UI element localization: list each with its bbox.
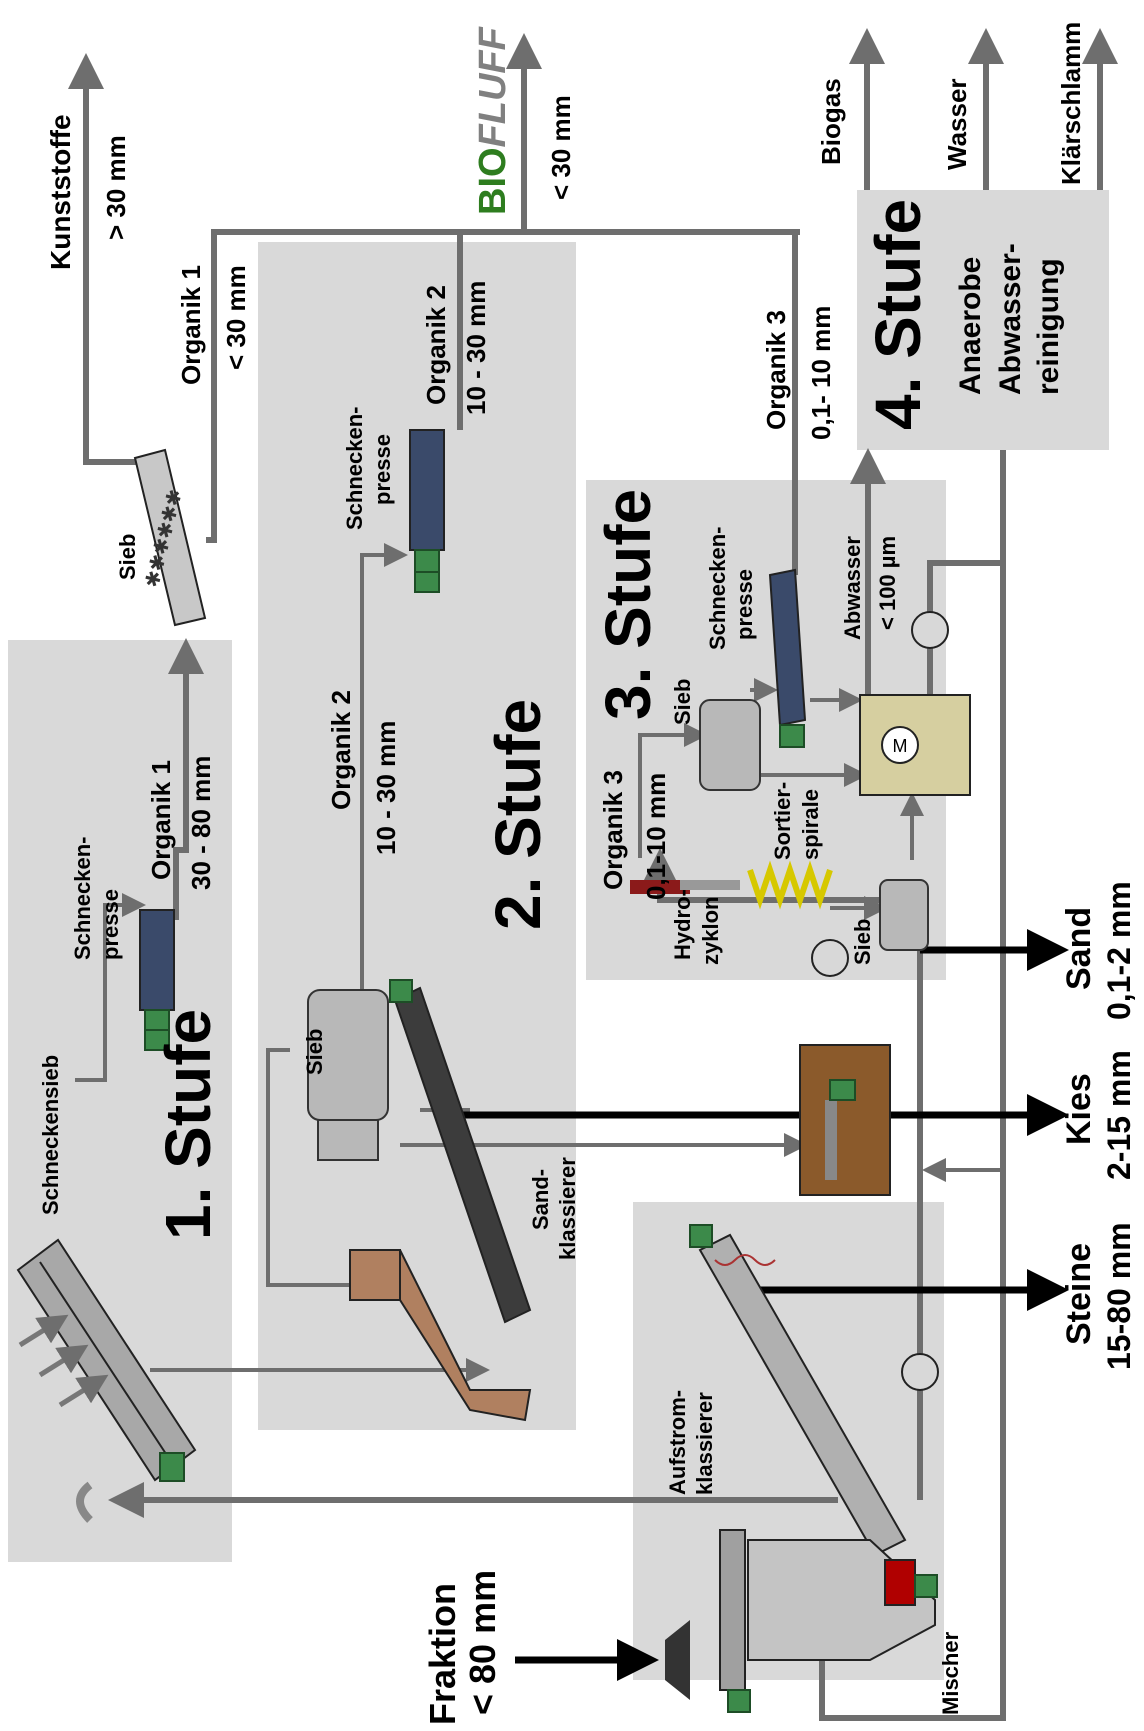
label-organik1-top: Organik 1 — [176, 265, 206, 385]
label-organik2-size: 10 - 30 mm — [371, 721, 401, 855]
label-hydrozyklon-a: Hydro- — [670, 889, 695, 960]
hydrozyklon-equipment — [630, 880, 740, 894]
flow-schneckensieb-press1 — [75, 893, 146, 1082]
output-biogas: Biogas — [816, 78, 846, 165]
label-press3-a: Schnecken- — [705, 527, 730, 651]
label-sieb-top: Sieb — [115, 534, 140, 580]
hopper-stage2 — [349, 1249, 532, 1422]
flow-organik1 — [168, 638, 204, 920]
stage-4-desc-3: reinigung — [1032, 258, 1065, 395]
input-fraktion: Fraktion — [422, 1583, 463, 1725]
label-sandklassierer-a: Sand- — [528, 1169, 553, 1230]
stage-4-desc-2: Abwasser- — [994, 243, 1027, 395]
settling-tank — [799, 1044, 891, 1196]
label-aufstrom-a: Aufstrom- — [665, 1390, 690, 1495]
stage-1-label: 1. Stufe — [152, 1009, 224, 1240]
label-abwasser: Abwasser — [840, 536, 865, 640]
flow-kunststoffe — [68, 53, 145, 465]
output-steine: Steine — [1060, 1243, 1098, 1345]
output-kies: Kies — [1060, 1073, 1098, 1145]
label-sortierspirale-a: Sortier- — [770, 782, 795, 860]
label-abwasser-size: < 100 µm — [875, 536, 900, 630]
label-organik1: Organik 1 — [146, 760, 176, 880]
flow-organik3 — [638, 723, 708, 858]
output-klaerschlamm: Klärschlamm — [1056, 22, 1086, 185]
pump-stage3 — [811, 939, 849, 977]
label-schneckensieb: Schneckensieb — [38, 1055, 63, 1215]
label-organik3-size: 0,1-10 mm — [641, 773, 671, 900]
label-press1-a: Schnecken- — [70, 837, 95, 961]
output-kies-size: 2-15 mm — [1101, 1050, 1137, 1180]
label-organik3-top: Organik 3 — [761, 310, 791, 430]
flow-hopper-sieb2 — [266, 1048, 352, 1287]
sieb-4 — [879, 879, 929, 951]
schneckenpresse-2 — [409, 429, 445, 593]
schneckenpresse-3 — [768, 568, 807, 748]
label-organik1-size: 30 - 80 mm — [186, 756, 216, 890]
label-mischer: Mischer — [938, 1631, 963, 1715]
aufstromklassierer-equipment — [689, 1224, 907, 1557]
flow-organik2 — [360, 543, 408, 1000]
output-biofluff: BIOFLUFF — [472, 25, 514, 215]
stage-3-label: 3. Stufe — [592, 489, 664, 720]
flow-return-main — [804, 450, 1006, 1721]
sieb-3 — [699, 699, 761, 791]
flow-organik1-lt30 — [206, 229, 800, 543]
label-press1-b: presse — [98, 889, 123, 960]
input-fraktion-size: < 80 mm — [462, 1570, 503, 1715]
label-sieb4: Sieb — [850, 919, 875, 965]
stage-4-desc-1: Anaerobe — [954, 257, 987, 395]
label-sieb3: Sieb — [670, 679, 695, 725]
label-organik2-top: Organik 2 — [421, 285, 451, 405]
output-steine-size: 15-80 mm — [1101, 1222, 1137, 1370]
label-hydrozyklon-b: zyklon — [698, 897, 723, 965]
schneckensieb-equipment — [16, 1238, 197, 1523]
label-aufstrom-b: klassierer — [692, 1392, 717, 1495]
label-sieb2: Sieb — [302, 1029, 327, 1075]
pump-stage1 — [901, 1353, 939, 1391]
schneckenpresse-1 — [139, 909, 175, 1051]
label-organik2: Organik 2 — [326, 690, 356, 810]
stage-4-area — [857, 190, 1109, 450]
output-wasser: Wasser — [942, 78, 972, 170]
output-biofluff-size: < 30 mm — [546, 95, 576, 200]
label-organik1-top-size: < 30 mm — [221, 265, 251, 370]
label-organik2-top-size: 10 - 30 mm — [461, 281, 491, 415]
sandklassierer-equipment — [389, 979, 532, 1324]
svg-text:M: M — [893, 736, 908, 756]
flow-return-branch — [927, 560, 1003, 715]
label-organik3: Organik 3 — [598, 770, 628, 890]
sortierspirale-equipment — [747, 860, 833, 910]
mischer-tank — [665, 1529, 938, 1713]
label-sandklassierer-b: klassierer — [555, 1157, 580, 1260]
label-press3-b: presse — [732, 569, 757, 640]
output-kunststoffe-size: > 30 mm — [101, 135, 131, 240]
stage-2-label: 2. Stufe — [482, 699, 554, 930]
output-sand-size: 0,1-2 mm — [1101, 881, 1137, 1020]
sieb-2 — [307, 989, 389, 1161]
label-press2-a: Schnecken- — [342, 407, 367, 531]
label-press2-b: presse — [370, 434, 395, 505]
output-sand: Sand — [1060, 907, 1098, 990]
sieb-top: ✱✱✱✱✱✱ — [133, 448, 207, 627]
pump-abwasser — [911, 611, 949, 649]
label-sortierspirale-b: spirale — [798, 789, 823, 860]
stage-4-label: 4. Stufe — [862, 199, 934, 430]
stage3-tank: M — [859, 694, 971, 796]
output-kunststoffe: Kunststoffe — [45, 114, 76, 270]
label-organik3-top-size: 0,1- 10 mm — [806, 306, 836, 440]
